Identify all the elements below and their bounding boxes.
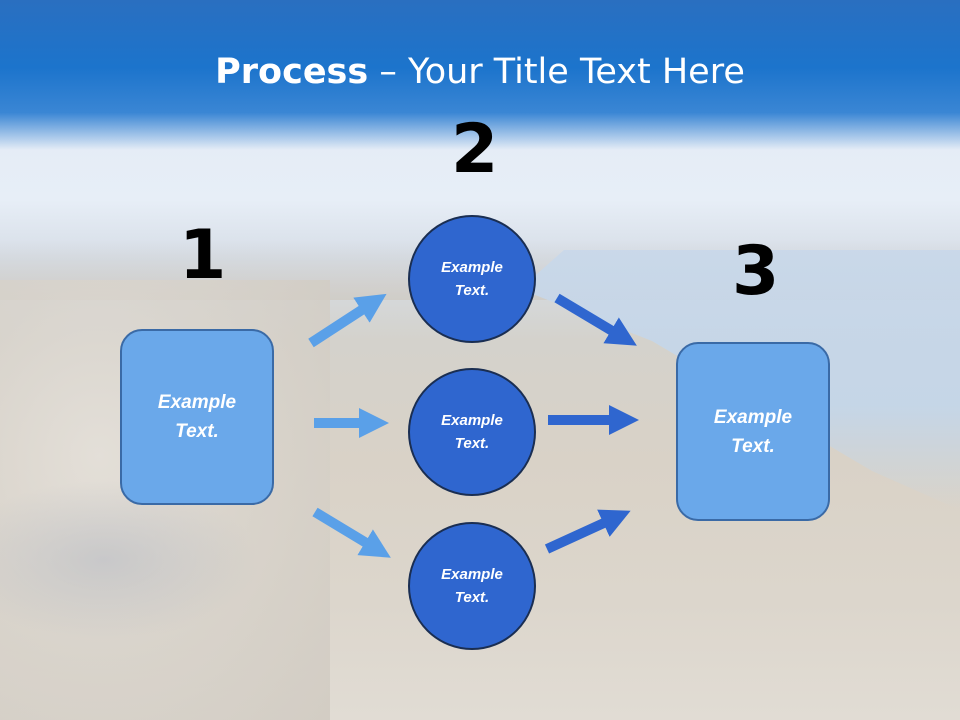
step3-text-line2: Text. <box>731 435 775 457</box>
background-shadow <box>0 480 260 640</box>
arrow-step1-to-circle-top <box>308 293 387 348</box>
title-banner <box>0 0 960 150</box>
arrow-circle-bottom-to-step3 <box>544 509 631 554</box>
arrow-circle-top-to-step3 <box>554 293 637 346</box>
step-number-1: 1 <box>179 216 227 295</box>
step2-circle-middle: Example Text. <box>408 368 536 496</box>
step-number-3: 3 <box>732 232 780 311</box>
circle-top-line2: Text. <box>454 282 490 299</box>
step3-box: Example Text. <box>676 342 830 521</box>
step1-box: Example Text. <box>120 329 274 505</box>
slide-title: Process – Your Title Text Here <box>0 52 960 92</box>
step3-text-line1: Example <box>713 406 793 428</box>
circle-bottom-line2: Text. <box>454 589 490 606</box>
step2-circle-bottom: Example Text. <box>408 522 536 650</box>
step1-text-line1: Example <box>157 392 237 413</box>
circle-middle-line1: Example <box>441 412 503 429</box>
circle-top-line1: Example <box>441 259 503 276</box>
title-rest: – Your Title Text Here <box>368 52 745 92</box>
title-bold: Process <box>215 52 369 92</box>
arrow-step1-to-circle-bottom <box>312 507 391 558</box>
step1-text-line2: Text. <box>175 421 219 442</box>
circle-bottom-line1: Example <box>441 566 503 583</box>
step-number-2: 2 <box>451 110 499 189</box>
step2-circle-top: Example Text. <box>408 215 536 343</box>
circle-middle-line2: Text. <box>454 435 490 452</box>
